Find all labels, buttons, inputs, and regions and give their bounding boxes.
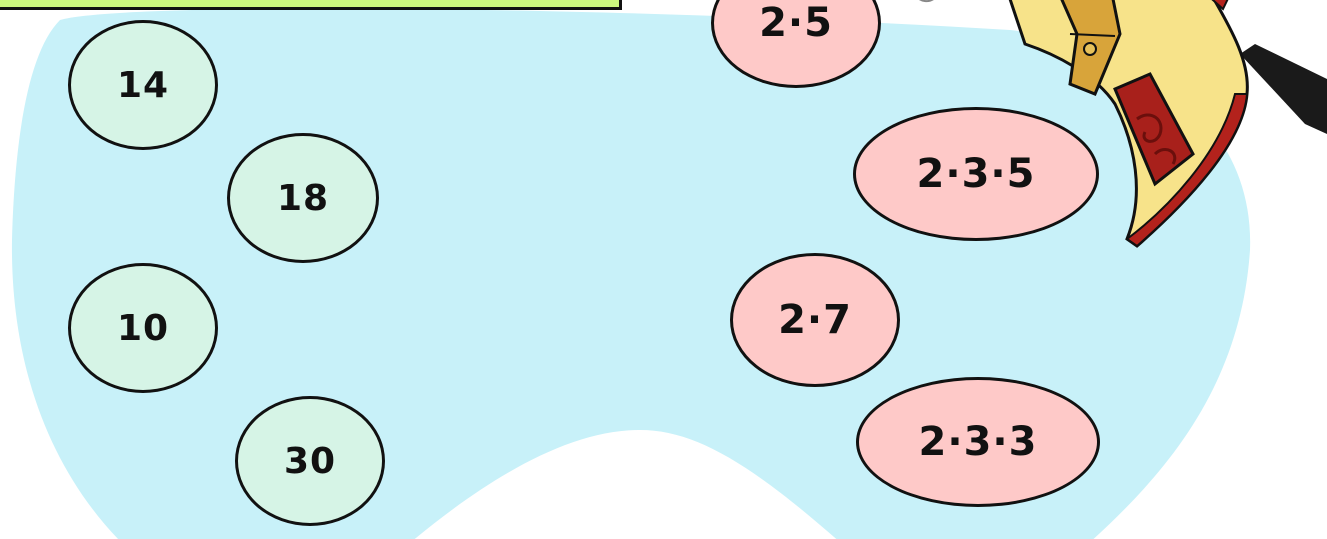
number-bubble[interactable]: 30 (235, 396, 385, 526)
number-bubble[interactable]: 14 (68, 20, 218, 150)
factorization-bubble[interactable]: 2·3·3 (856, 377, 1100, 507)
instruction-box (0, 0, 622, 10)
number-bubble[interactable]: 10 (68, 263, 218, 393)
number-bubble[interactable]: 18 (227, 133, 379, 263)
factorization-bubble[interactable]: 2·7 (730, 253, 900, 387)
cartoon-character-icon (905, 0, 1327, 254)
